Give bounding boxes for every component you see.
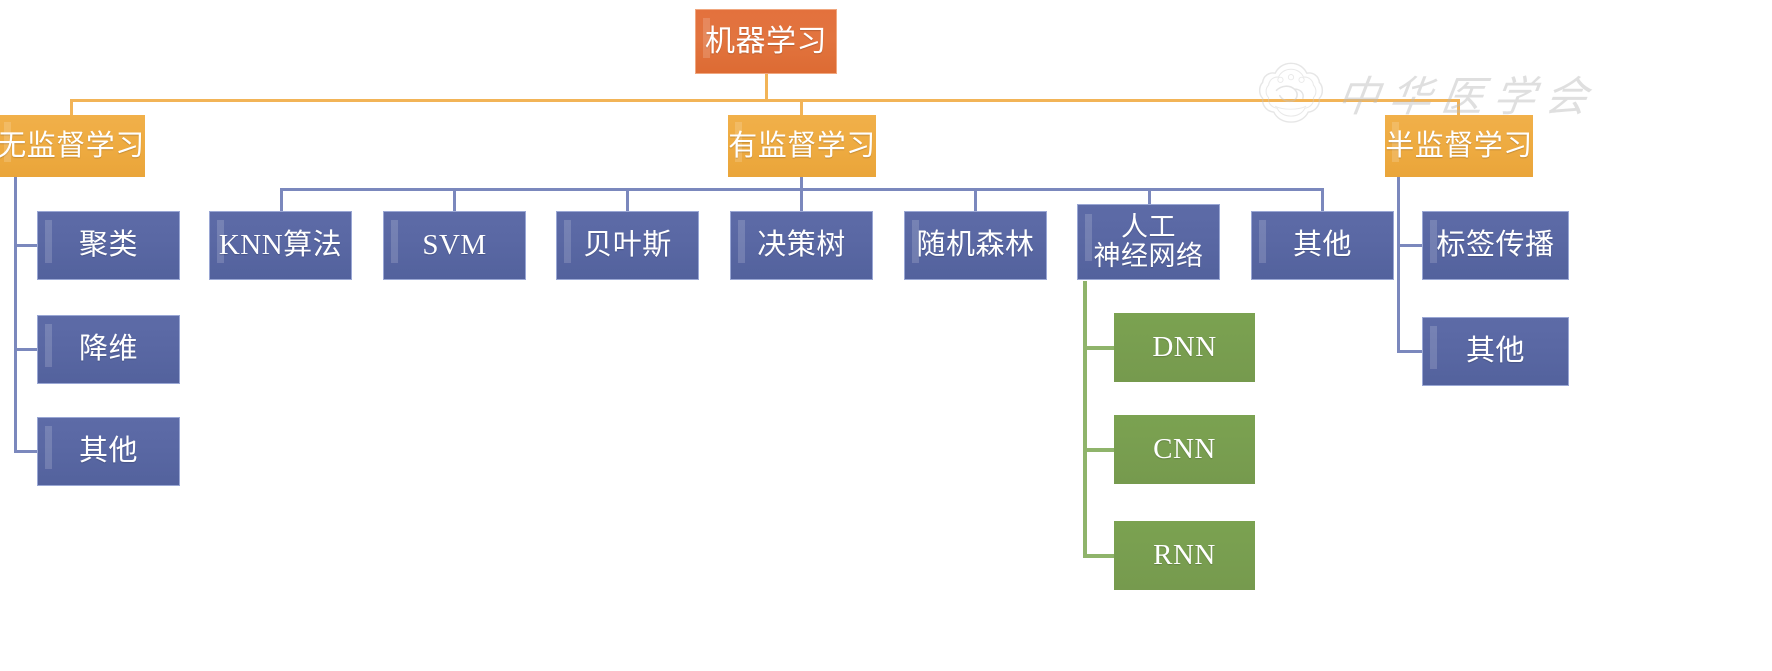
- gloss-highlight: [738, 220, 745, 263]
- node-semisupervised-label: 半监督学习: [1385, 129, 1533, 162]
- node-decision-tree-label: 决策树: [757, 229, 846, 262]
- node-random-forest[interactable]: 随机森林: [904, 211, 1047, 280]
- node-cnn[interactable]: CNN: [1114, 415, 1255, 484]
- node-ann[interactable]: 人工 神经网络: [1077, 204, 1220, 280]
- connector-supervised-drop-svm: [453, 188, 456, 212]
- gloss-highlight: [1259, 220, 1266, 263]
- connector-unsupervised-stub-1: [14, 244, 38, 247]
- connector-root-stem: [765, 73, 768, 101]
- connector-root-to-supervised: [800, 99, 803, 116]
- gloss-highlight: [45, 220, 52, 263]
- node-unsupervised-other-label: 其他: [78, 435, 138, 468]
- gloss-highlight: [45, 426, 52, 469]
- connector-supervised-drop-tree: [800, 188, 803, 212]
- node-dnn-label: DNN: [1152, 331, 1217, 364]
- node-random-forest-label: 随机森林: [916, 229, 1035, 262]
- node-svm[interactable]: SVM: [383, 211, 526, 280]
- connector-supervised-drop-other: [1321, 188, 1324, 212]
- connector-supervised-drop-bayes: [626, 188, 629, 212]
- node-clustering-label: 聚类: [78, 229, 138, 262]
- gloss-highlight: [45, 324, 52, 367]
- connector-ann-stub-cnn: [1083, 448, 1115, 452]
- node-clustering[interactable]: 聚类: [37, 211, 180, 280]
- connector-semisupervised-stub-1: [1397, 244, 1423, 247]
- node-supervised-other-label: 其他: [1292, 229, 1352, 262]
- node-root-label: 机器学习: [705, 24, 827, 58]
- node-ann-label: 人工 神经网络: [1093, 212, 1204, 271]
- connector-supervised-stem: [800, 176, 803, 190]
- node-knn[interactable]: KNN算法: [209, 211, 352, 280]
- connector-semisupervised-stub-2: [1397, 350, 1423, 353]
- gloss-highlight: [1430, 326, 1437, 369]
- node-decision-tree[interactable]: 决策树: [730, 211, 873, 280]
- node-dnn[interactable]: DNN: [1114, 313, 1255, 382]
- node-supervised-other[interactable]: 其他: [1251, 211, 1394, 280]
- node-unsupervised[interactable]: 无监督学习: [0, 115, 145, 177]
- connector-ann-stub-dnn: [1083, 346, 1115, 350]
- connector-ann-stub-rnn: [1083, 554, 1115, 558]
- node-root[interactable]: 机器学习: [695, 9, 837, 74]
- node-bayes-label: 贝叶斯: [583, 229, 672, 262]
- node-rnn-label: RNN: [1153, 539, 1216, 572]
- node-supervised-label: 有监督学习: [728, 129, 876, 162]
- connector-unsupervised-spine: [14, 176, 17, 453]
- seal-icon: [1258, 62, 1324, 123]
- node-svm-label: SVM: [422, 229, 487, 262]
- connector-unsupervised-stub-2: [14, 348, 38, 351]
- node-rnn[interactable]: RNN: [1114, 521, 1255, 590]
- connector-unsupervised-stub-3: [14, 450, 38, 453]
- node-semisupervised[interactable]: 半监督学习: [1385, 115, 1533, 177]
- node-supervised[interactable]: 有监督学习: [728, 115, 876, 177]
- node-dim-reduction-label: 降维: [78, 333, 138, 366]
- connector-root-to-semisupervised: [1457, 99, 1460, 116]
- connector-root-bus: [70, 99, 1460, 102]
- node-cnn-label: CNN: [1153, 433, 1216, 466]
- connector-root-to-unsupervised: [70, 99, 73, 116]
- connector-supervised-drop-forest: [974, 188, 977, 212]
- node-unsupervised-label: 无监督学习: [0, 129, 145, 162]
- node-semisupervised-other-label: 其他: [1465, 335, 1525, 368]
- node-label-propagation[interactable]: 标签传播: [1422, 211, 1569, 280]
- connector-supervised-drop-knn: [280, 188, 283, 212]
- connector-ann-spine: [1083, 281, 1087, 558]
- node-knn-label: KNN算法: [218, 229, 343, 262]
- gloss-highlight: [564, 220, 571, 263]
- connector-supervised-drop-ann: [1148, 188, 1151, 212]
- node-label-propagation-label: 标签传播: [1436, 229, 1555, 262]
- node-dim-reduction[interactable]: 降维: [37, 315, 180, 384]
- gloss-highlight: [391, 220, 398, 263]
- connector-semisupervised-spine: [1397, 176, 1400, 353]
- gloss-highlight: [1085, 213, 1092, 262]
- node-bayes[interactable]: 贝叶斯: [556, 211, 699, 280]
- node-unsupervised-other[interactable]: 其他: [37, 417, 180, 486]
- node-semisupervised-other[interactable]: 其他: [1422, 317, 1569, 386]
